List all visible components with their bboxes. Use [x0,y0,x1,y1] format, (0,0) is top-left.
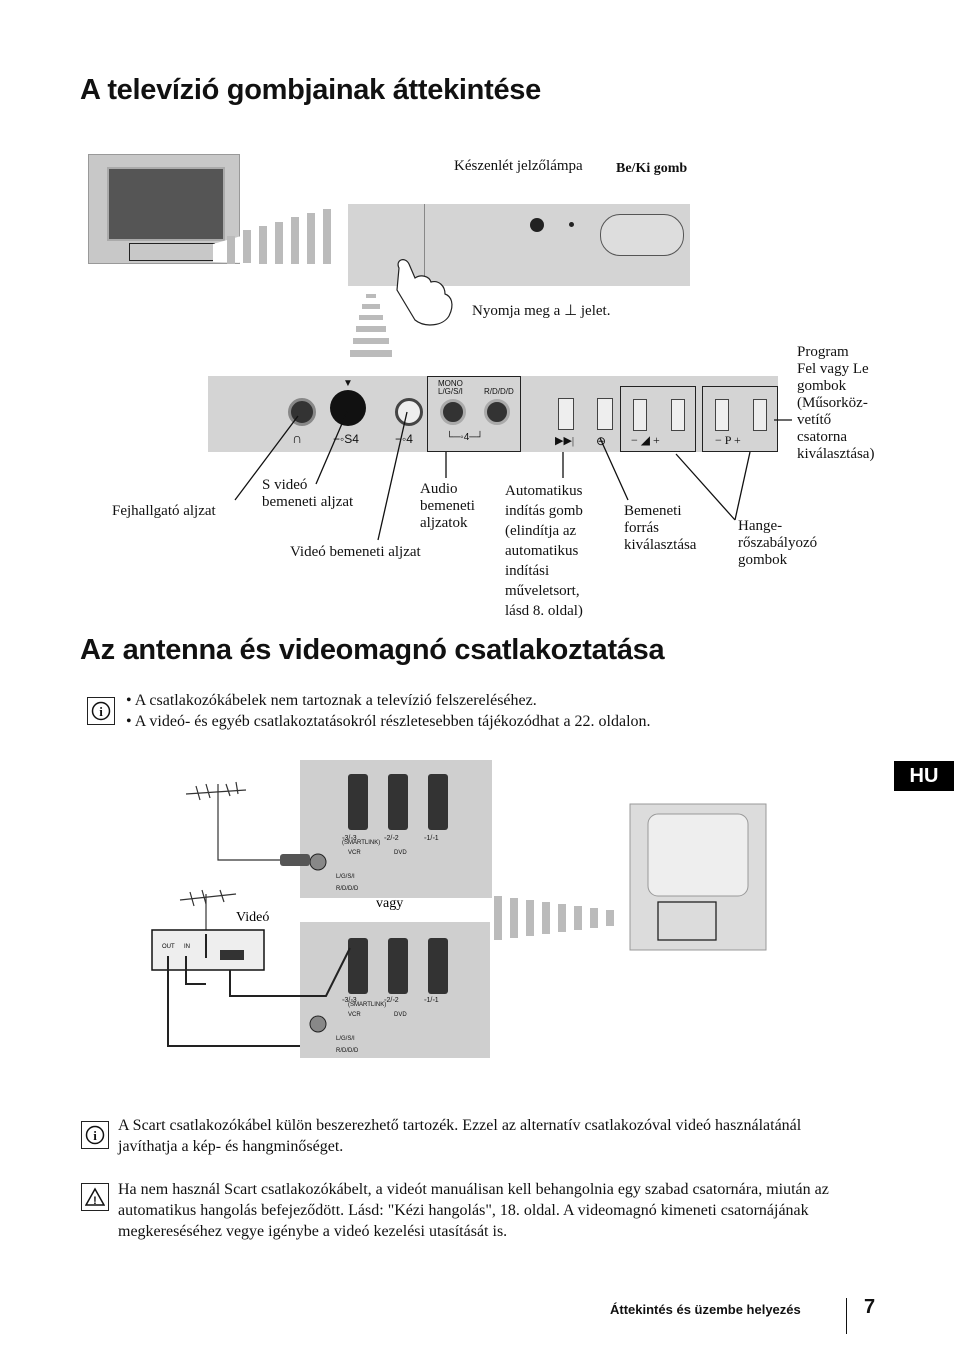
info-icon: i [87,697,115,725]
zoom-stripes-2 [350,294,392,357]
volume-label: Hange- rőszabályozó gombok [738,518,818,568]
svideo-marker-icon: ▼ [343,378,353,389]
smartlink-text: (SMARTLINK) [342,840,380,846]
vcr-icon [151,929,265,971]
svg-text:◦1/◦1: ◦1/◦1 [424,997,439,1004]
tuning-note: Ha nem használ Scart csatlakozókábelt, a… [118,1181,829,1240]
antenna-icon [179,889,237,934]
svideo-label: S videó bemeneti aljzat [262,477,354,510]
connection-diagram: (SMARTLINK) ◦3/◦3 ◦2/◦2 ◦1/◦1 VCR DVD L/… [151,760,767,1058]
standby-lamp-label: Készenlét jelzőlámpa [454,158,583,174]
info-icon: i [81,1121,109,1149]
or-label: vagy [376,896,403,911]
press-instruction: Nyomja meg a ⊥ jelet. [472,303,611,319]
volume-buttons-box: − ◢ + [620,386,696,452]
headphone-label: Fejhallgató aljzat [112,503,216,519]
svg-text:DVD: DVD [394,1012,407,1018]
leader-lines [234,411,792,541]
svg-text:i: i [93,1128,97,1143]
svg-text:◦2/◦2: ◦2/◦2 [384,997,399,1004]
video-label: Videó [236,910,269,925]
front-connection-panel: ∩ −◦S4 −◦4 MONO L/G/S/I R/D/D/D └─◦4─┘ ▶… [208,376,778,452]
svg-text:◦2/◦2: ◦2/◦2 [384,835,399,842]
svideo-jack [330,390,366,426]
down-arrow-icon: ⊥ [560,303,581,319]
program-buttons-box: − P + [702,386,778,452]
headphone-jack [288,398,316,426]
svg-text:i: i [99,704,103,719]
section-title-controls: A televízió gombjainak áttekintése [80,74,541,106]
auto-start-icon: ▶▶| [555,435,575,447]
svg-text:◦3/◦3: ◦3/◦3 [342,835,357,842]
hand-icon [396,259,453,326]
auto-start-label: Automatikus indítás gomb (elindítja az a… [505,483,583,619]
svg-text:L/G/S/I: L/G/S/I [336,1036,355,1042]
svg-text:OUT: OUT [162,944,175,950]
headphone-icon: ∩ [292,432,303,447]
antenna-icon [185,781,280,861]
scart-note: A Scart csatlakozókábel külön beszerezhe… [118,1117,802,1155]
sensor-icon [530,218,544,232]
svg-text:IN: IN [184,944,190,950]
page-number: 7 [864,1296,876,1318]
svg-text:R/D/D/D: R/D/D/D [336,1048,359,1054]
list-item: • A csatlakozókábelek nem tartoznak a te… [126,692,537,709]
audio-input-label: Audio bemeneti aljzatok [420,481,475,531]
svg-text:VCR: VCR [348,1012,361,1018]
svg-text:(SMARTLINK): (SMARTLINK) [348,1002,386,1008]
svg-text:L/G/S/I: L/G/S/I [336,874,355,880]
video-jack [395,398,423,426]
program-buttons-label: Program Fel vagy Le gombok (Műsorköz- ve… [797,344,875,462]
volume-icon: − ◢ + [631,433,660,447]
input-select-button [597,398,613,430]
auto-start-button [558,398,574,430]
footer-divider [846,1298,847,1334]
svg-text:DVD: DVD [394,850,407,856]
standby-lamp-icon [569,222,574,227]
video-input-label: Videó bemeneti aljzat [290,544,421,560]
svg-text:VCR: VCR [348,850,361,856]
svg-text:◦1/◦1: ◦1/◦1 [424,835,439,842]
input-select-label: Bemeneti forrás kiválasztása [624,503,697,553]
audio-jacks-box: MONO L/G/S/I R/D/D/D └─◦4─┘ [427,376,521,452]
svg-text:R/D/D/D: R/D/D/D [336,886,359,892]
power-button-graphic [600,214,684,256]
power-button-label: Be/Ki gomb [616,161,688,176]
svg-text:◦3/◦3: ◦3/◦3 [342,997,357,1004]
warning-icon: ! [81,1183,109,1211]
footer-section: Áttekintés és üzembe helyezés [610,1302,801,1317]
zoom-stripes-1 [213,205,351,266]
tv-front-illustration [88,154,240,264]
language-tab: HU [894,761,954,791]
svg-text:!: ! [93,1195,97,1207]
section-title-antenna: Az antenna és videomagnó csatlakoztatása [80,634,665,666]
info-bullets: • A csatlakozókábelek nem tartoznak a te… [112,690,651,732]
list-item: • A videó- és egyéb csatlakoztatásokról … [126,713,651,730]
